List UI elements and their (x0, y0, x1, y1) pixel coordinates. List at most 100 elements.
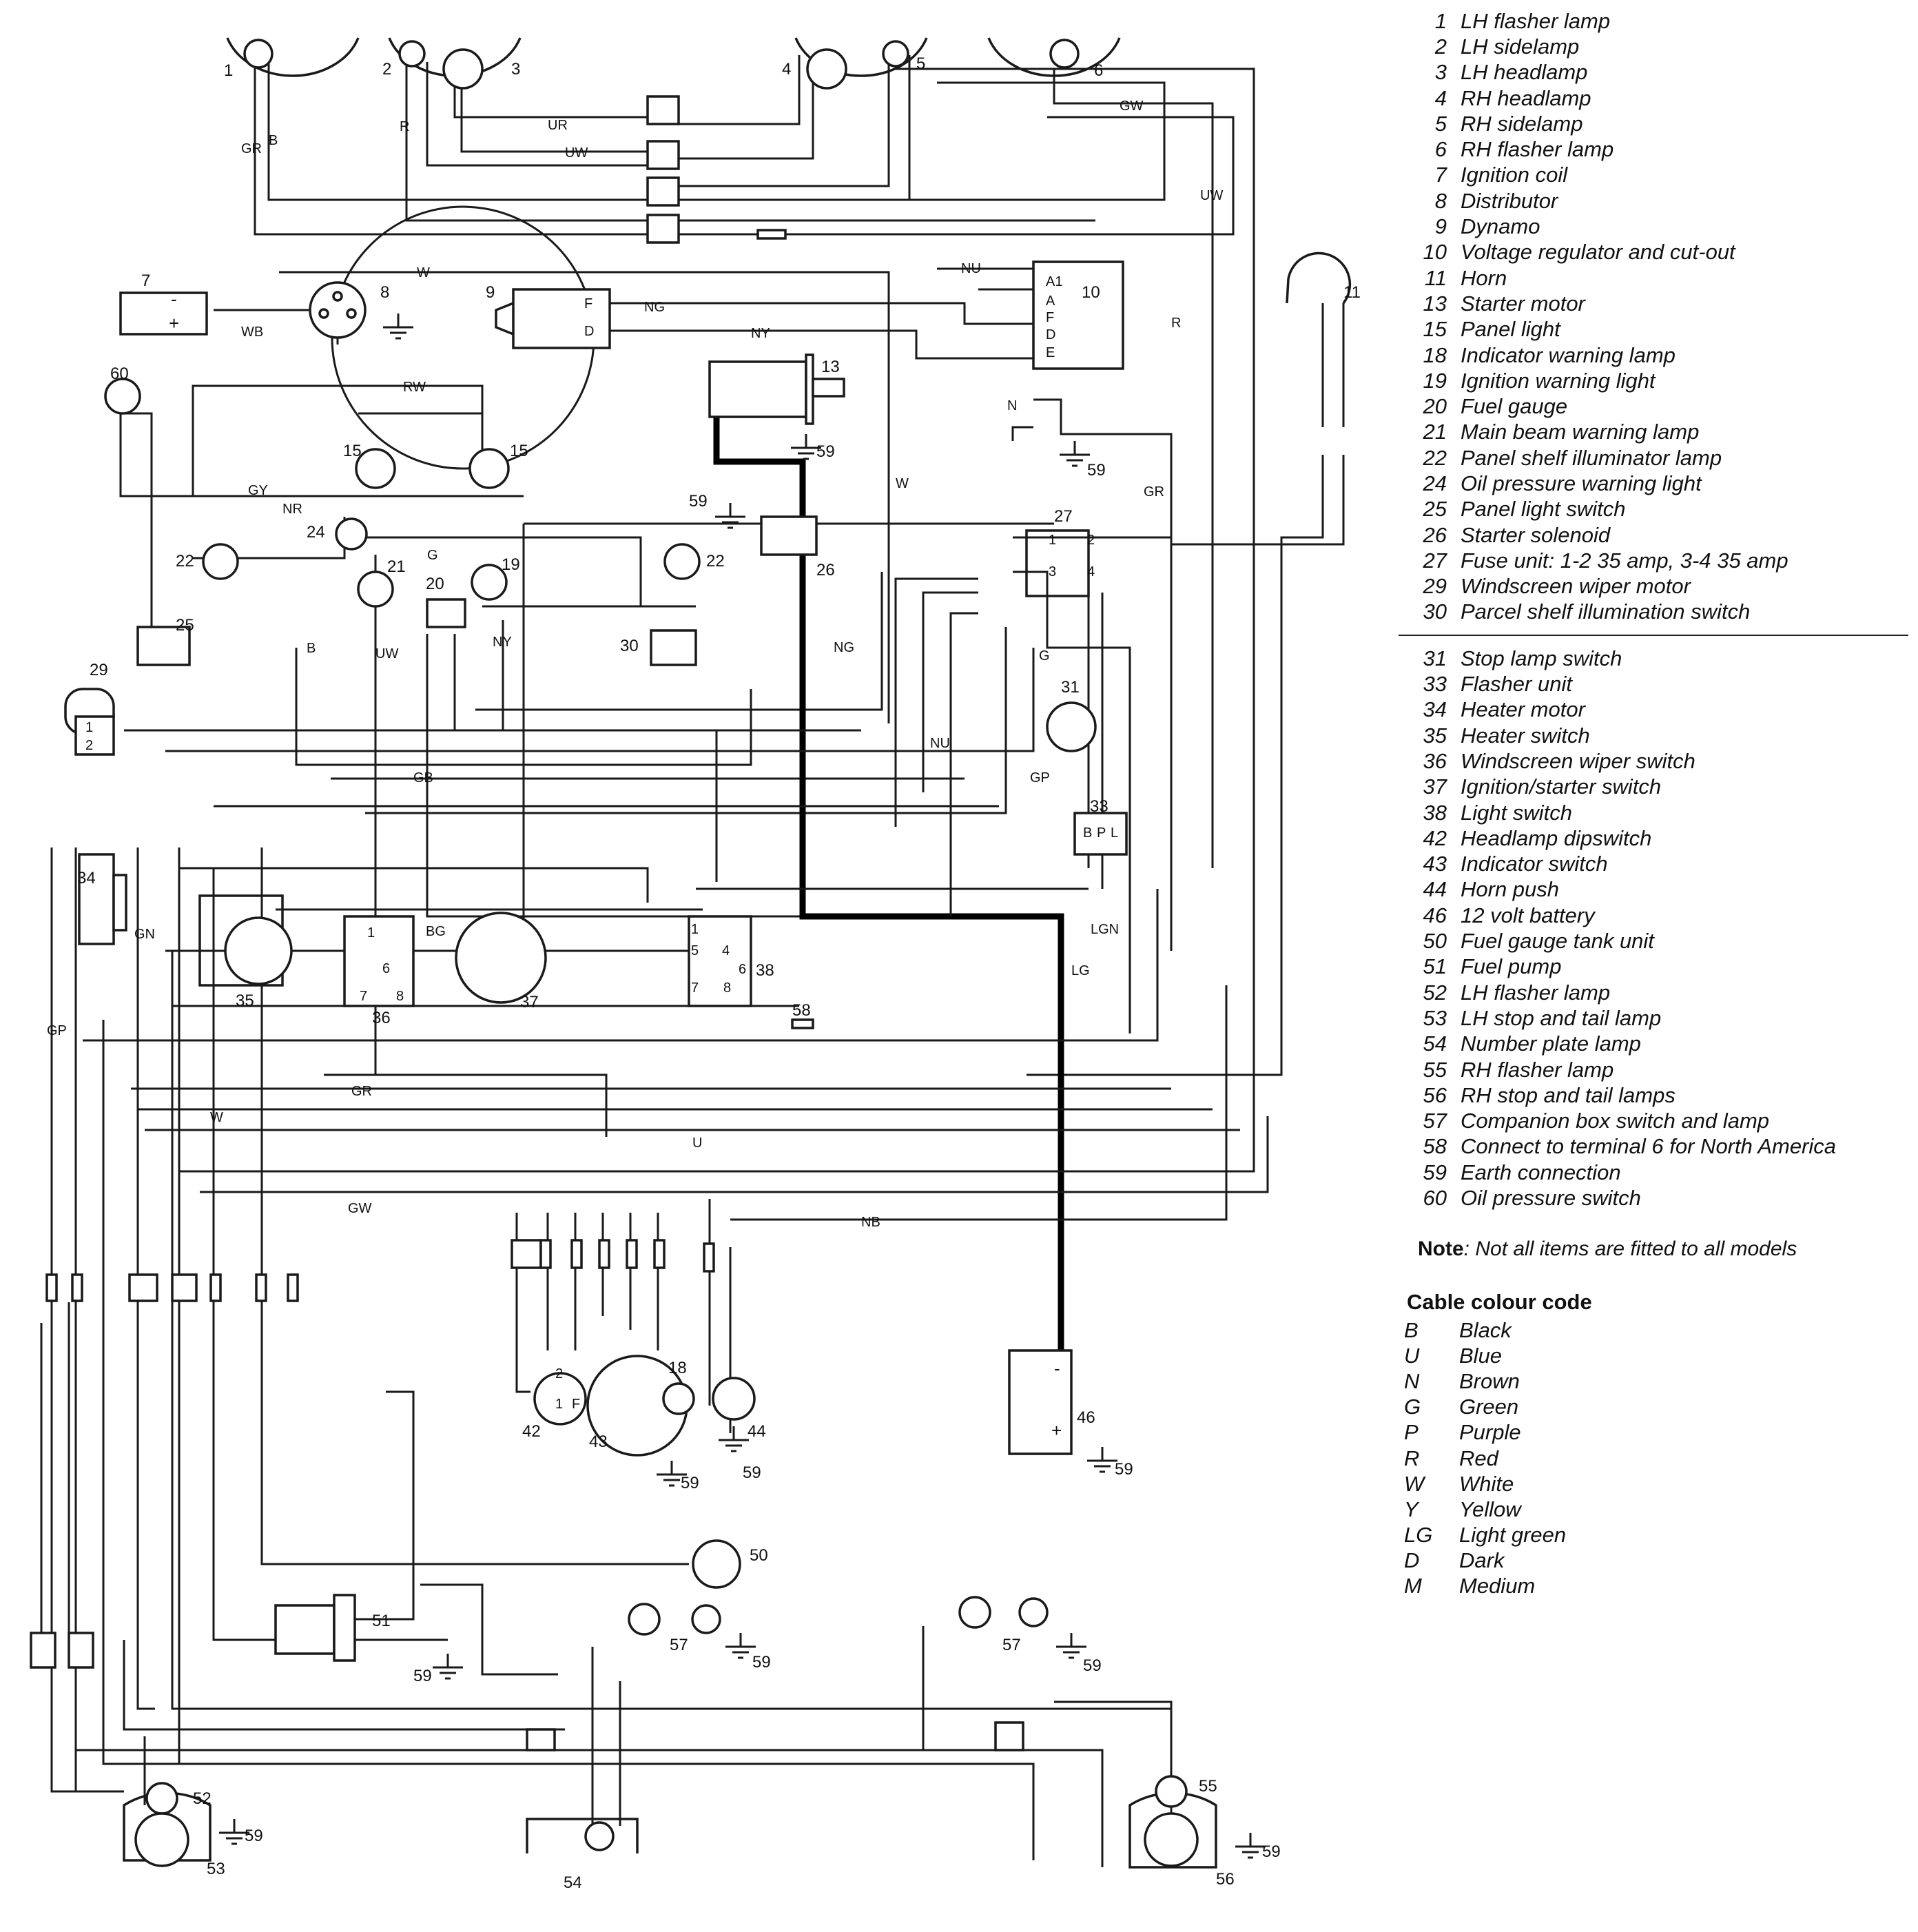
component-number: 58 (792, 1001, 811, 1020)
wire-label: NB (861, 1215, 880, 1230)
component-number: 54 (564, 1873, 582, 1892)
legend-number: 50 (1423, 929, 1447, 954)
dip-terminal-f: F (572, 1397, 580, 1412)
legend-label: Fuel pump (1461, 954, 1562, 979)
battery-plus: + (1051, 1420, 1062, 1441)
legend-number: 26 (1423, 522, 1447, 547)
colour-code-abbrev: D (1404, 1548, 1420, 1573)
component-number: 56 (1216, 1870, 1235, 1889)
lh-flasher-lamp (243, 39, 274, 69)
wiper-terminal-1: 1 (85, 720, 93, 735)
legend-label: RH flasher lamp (1461, 1057, 1614, 1082)
colour-code-abbrev: LG (1404, 1523, 1433, 1548)
legend-label: Ignition warning light (1461, 368, 1656, 393)
legend-label: Stop lamp switch (1461, 646, 1622, 670)
colour-code-abbrev: N (1404, 1368, 1420, 1393)
legend-label: Dynamo (1461, 214, 1540, 239)
legend-number: 3 (1434, 60, 1447, 85)
legend-label: Number plate lamp (1461, 1031, 1641, 1056)
panel-light-left (355, 448, 396, 489)
horn-push (712, 1377, 756, 1421)
wire-label: NR (282, 502, 302, 517)
legend-number: 56 (1423, 1082, 1447, 1107)
earth-label: 59 (1083, 1656, 1102, 1675)
legend-number: 59 (1423, 1160, 1447, 1184)
wire-label: U (692, 1135, 702, 1151)
component-number: 57 (1002, 1636, 1021, 1654)
earth-label: 59 (245, 1827, 263, 1845)
legend-number: 20 (1423, 394, 1447, 419)
legend-number: 22 (1423, 445, 1447, 470)
legend-number: 1 (1434, 8, 1447, 33)
starter-shaft (812, 378, 845, 398)
colour-code-abbrev: P (1404, 1420, 1419, 1445)
wire-label: GR (1144, 484, 1164, 500)
legend-number: 29 (1423, 574, 1447, 599)
heater-motor-terminal (112, 874, 127, 932)
horn (1286, 251, 1352, 305)
component-number: 22 (176, 552, 194, 571)
wire-label: W (417, 265, 430, 280)
fuel-gauge-tank-unit (692, 1539, 741, 1589)
connector-block (653, 1239, 666, 1269)
earth-connections (219, 314, 1266, 1859)
heater-motor (78, 853, 115, 945)
legend-label: Oil pressure warning light (1461, 471, 1702, 495)
colour-code-abbrev: G (1404, 1395, 1421, 1419)
connector-block (209, 1273, 222, 1302)
wire-label: NU (930, 736, 950, 751)
distributor (309, 281, 367, 339)
dynamo-terminal-f: F (584, 296, 592, 311)
earth-label: 59 (1115, 1460, 1133, 1479)
wire-label: UR (548, 118, 568, 133)
colour-code-name: Light green (1459, 1523, 1567, 1548)
legend-label: RH flasher lamp (1461, 137, 1614, 162)
legend-number: 7 (1434, 163, 1447, 187)
rh-flasher-lamp-housing (987, 37, 1121, 77)
legend-label: Voltage regulator and cut-out (1461, 240, 1735, 265)
legend-number: 8 (1434, 188, 1447, 213)
connector-block (511, 1239, 542, 1269)
legend-number: 52 (1423, 980, 1447, 1005)
legend-number: 53 (1423, 1005, 1447, 1030)
legend-number: 60 (1423, 1186, 1447, 1210)
wire-label: G (1039, 648, 1050, 664)
connector-block (646, 95, 680, 125)
voltage-regulator (1032, 260, 1124, 370)
legend-label: Light switch (1461, 800, 1572, 825)
oil-pressure-warning-light (335, 517, 368, 551)
wire-label: NG (834, 640, 854, 655)
connector-block (128, 1273, 158, 1302)
legend-number: 30 (1423, 599, 1447, 624)
legend-number: 2 (1434, 34, 1447, 59)
connector-block (45, 1273, 58, 1302)
colour-code-abbrev: U (1404, 1343, 1420, 1368)
component-number: 4 (782, 60, 791, 79)
ignition-starter-switch (455, 912, 547, 1004)
component-number: 5 (916, 54, 925, 73)
distributor-terminal (318, 308, 329, 319)
wire-label: RW (403, 380, 426, 395)
colour-code-name: White (1459, 1471, 1514, 1496)
fuel-gauge (426, 598, 466, 628)
component-number: 55 (1199, 1777, 1217, 1796)
component-number: 25 (176, 616, 194, 635)
earth-label: 59 (681, 1474, 699, 1492)
legend-label: Windscreen wiper switch (1461, 748, 1695, 773)
companion-box-lamp-left (691, 1604, 721, 1634)
